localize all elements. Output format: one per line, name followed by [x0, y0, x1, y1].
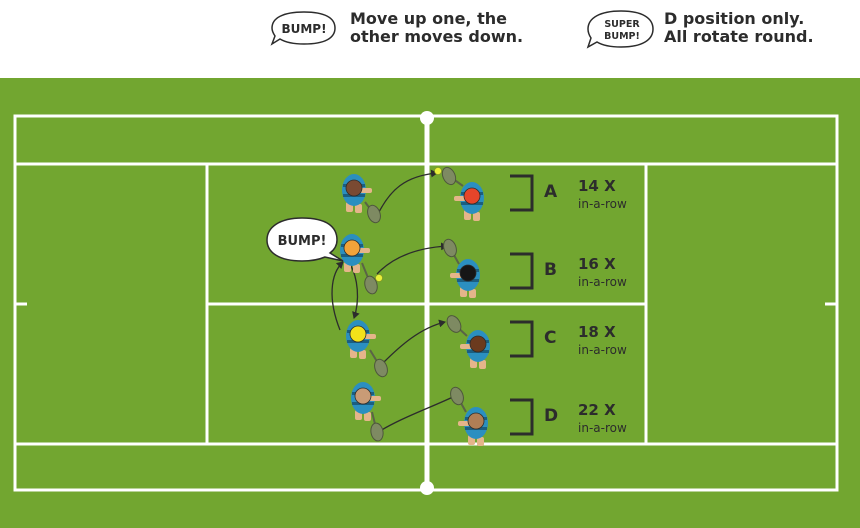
receiver-player-a — [434, 166, 484, 221]
bump-badge: BUMP! — [270, 11, 336, 46]
shot-arrow-c — [382, 319, 446, 364]
position-a-count: 14 X — [578, 177, 616, 195]
net-post-bottom — [420, 481, 434, 495]
net-post-top — [420, 111, 434, 125]
shot-arrow-a — [377, 169, 438, 215]
bump-arrow-down — [349, 263, 360, 319]
players — [340, 166, 490, 446]
receiver-player-c — [446, 315, 490, 369]
bracket-b — [510, 252, 534, 290]
legend: BUMP! Move up one, the other moves down.… — [0, 0, 860, 78]
bracket-d — [510, 398, 534, 436]
position-b-label: B — [544, 260, 557, 280]
position-b-sub: in-a-row — [578, 275, 627, 289]
shot-arrow-b — [376, 242, 448, 275]
super-bump-description: D position only. All rotate round. — [664, 9, 814, 46]
position-d-count: 22 X — [578, 401, 616, 419]
position-d-label: D — [544, 406, 559, 426]
position-a-label: A — [544, 182, 558, 202]
position-c-label: C — [544, 328, 557, 348]
super-bump-badge: SUPER BUMP! — [586, 10, 654, 49]
position-d-sub: in-a-row — [578, 421, 627, 435]
court-diagram: BUMP! — [0, 78, 860, 528]
feeder-player-1 — [342, 174, 381, 224]
bump-arrow-up — [331, 261, 344, 331]
feeder-player-4 — [351, 382, 384, 442]
bump-description: Move up one, the other moves down. — [350, 9, 524, 46]
tennis-court: BUMP! A 14 X in-a-row B 16 X in-a-row C … — [0, 78, 860, 528]
super-bump-line2: BUMP! — [604, 31, 640, 42]
receiver-player-b — [443, 238, 480, 298]
position-b-count: 16 X — [578, 255, 616, 273]
bump-badge-text: BUMP! — [281, 22, 326, 36]
super-bump-line1: SUPER — [604, 19, 640, 30]
feeder-player-3 — [346, 320, 388, 378]
receiver-player-d — [450, 386, 488, 446]
court-bump-callout: BUMP! — [266, 217, 344, 262]
feeder-player-2 — [340, 234, 383, 295]
court-bump-text: BUMP! — [278, 234, 327, 249]
position-brackets — [510, 174, 534, 436]
position-c-count: 18 X — [578, 323, 616, 341]
position-a-sub: in-a-row — [578, 197, 627, 211]
bracket-a — [510, 174, 534, 212]
position-c-sub: in-a-row — [578, 343, 627, 357]
bracket-c — [510, 320, 534, 358]
